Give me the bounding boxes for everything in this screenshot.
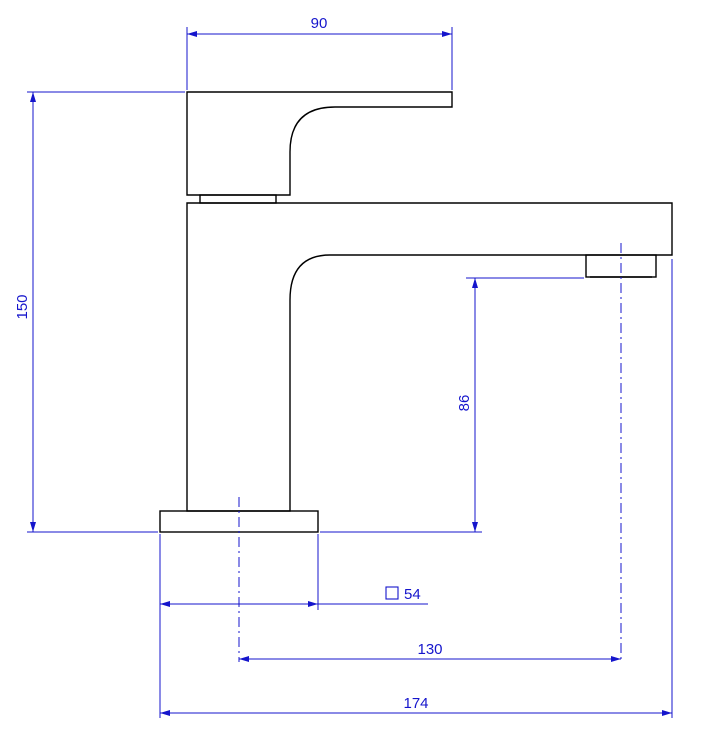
dimension-label-overall-depth: 174 (403, 695, 428, 712)
dimension-label-base-square: 54 (404, 586, 421, 603)
dimension-label-handle-width: 90 (311, 15, 328, 32)
dimension-label-spout-projection: 130 (417, 641, 442, 658)
dimension-label-spout-height: 86 (456, 395, 473, 412)
dimension-spout-projection: 130 (239, 641, 621, 662)
handle-collar (199, 194, 277, 204)
arrow-head (30, 522, 36, 532)
arrow-head (472, 278, 478, 288)
square-symbol-icon (385, 586, 399, 600)
arrow-head (472, 522, 478, 532)
arrow-head (442, 31, 452, 37)
arrow-head (160, 710, 170, 716)
arrow-head (160, 601, 170, 607)
arrow-head (308, 601, 318, 607)
faucet-outline (159, 91, 673, 533)
arrow-head (187, 31, 197, 37)
dimension-overall-depth: 174 (160, 259, 673, 718)
arrow-head (611, 656, 621, 662)
body-and-spout (186, 202, 673, 512)
center-lines (238, 243, 622, 662)
dimension-overall-height: 150 (14, 91, 185, 533)
dimension-spout-height: 86 (320, 277, 584, 533)
arrow-head (30, 92, 36, 102)
lever-handle (186, 91, 453, 196)
dimension-handle-width: 90 (186, 15, 453, 90)
arrow-head (239, 656, 249, 662)
dimension-label-overall-height: 150 (14, 294, 31, 319)
arrow-head (662, 710, 672, 716)
dimension-base-square: 54 (159, 534, 428, 718)
